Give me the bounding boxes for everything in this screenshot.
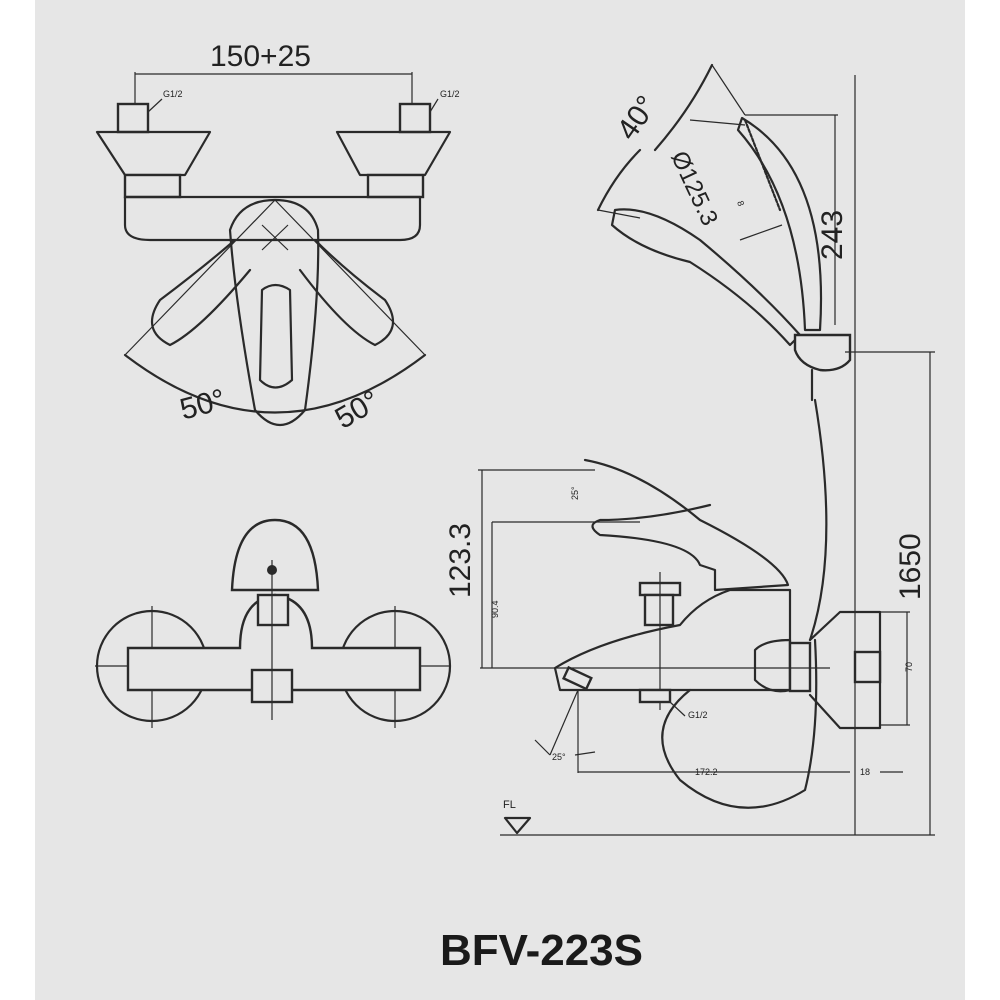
tilt-angle-label: 40° xyxy=(611,90,664,146)
angle-left-label: 50° xyxy=(177,383,229,427)
head-offset-label: 8 xyxy=(735,199,746,207)
floor-label: FL xyxy=(503,799,516,811)
wall-offset-label: 18 xyxy=(860,767,870,777)
shower-height-label: 243 xyxy=(816,210,849,260)
side-view: 123.3 90.4 25° G1/2 70 25° 172.2 18 FL xyxy=(444,458,935,836)
projection-label: 172.2 xyxy=(695,767,718,777)
spout-angle-label: 25° xyxy=(552,752,566,762)
shower-view: 40° 243 Ø125.3 8 1650 xyxy=(596,63,935,835)
body-height-label: 70 xyxy=(904,662,914,672)
handle-height-label: 123.3 xyxy=(444,523,477,598)
top-view: 150+25 G1/2 G1/2 50° 50° xyxy=(95,40,460,436)
front-view xyxy=(95,518,452,728)
model-number: BFV-223S xyxy=(440,926,643,975)
spacing-label: 150+25 xyxy=(210,40,311,73)
handle-angle-label: 25° xyxy=(570,486,580,500)
head-diameter-label: Ø125.3 xyxy=(665,147,723,230)
inlet-right-label: G1/2 xyxy=(440,89,460,99)
angle-right-label: 50° xyxy=(330,384,386,435)
spout-height-label: 90.4 xyxy=(490,600,500,618)
mount-height-label: 1650 xyxy=(894,533,927,600)
inlet-left-label: G1/2 xyxy=(163,89,183,99)
outlet-label: G1/2 xyxy=(688,710,708,720)
